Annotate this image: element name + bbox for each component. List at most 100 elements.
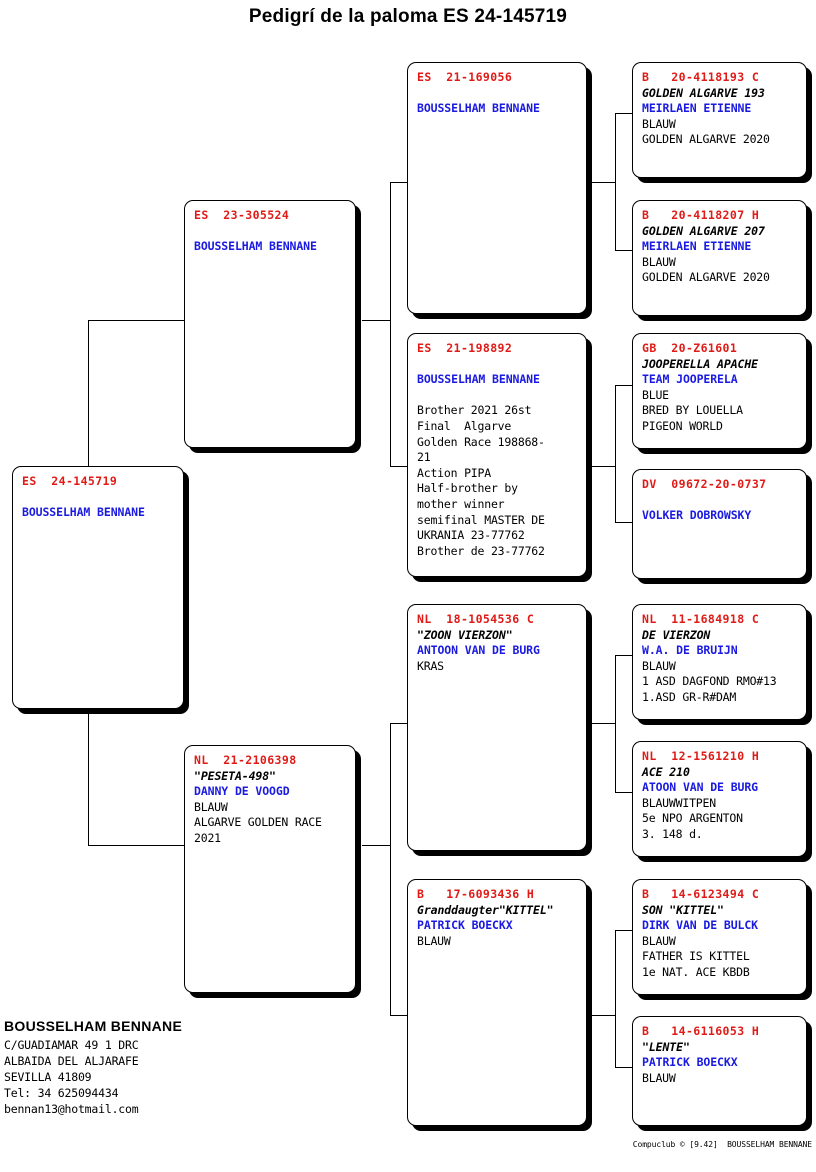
card-note: BLAUWWITPEN — [642, 795, 716, 810]
pedigree-card-sire-sire-sire[interactable]: B 20-4118193 C GOLDEN ALGARVE 193 MEIRLA… — [632, 62, 807, 178]
card-note: GOLDEN ALGARVE 2020 — [642, 132, 770, 147]
card-id: GB 20-Z61601 — [642, 341, 738, 355]
card-note: mother winner — [417, 496, 505, 511]
card-note: BLAUW — [642, 658, 676, 673]
connector-gen2-sire-in — [362, 320, 390, 321]
card-id: B 14-6123494 C — [642, 887, 760, 901]
card-note: PIGEON WORLD — [642, 418, 723, 433]
pedigree-card-dam[interactable]: NL 21-2106398 "PESETA-498" DANNY DE VOOG… — [184, 745, 356, 993]
card-breeder: MEIRLAEN ETIENNE — [642, 101, 752, 116]
connector-gen1-dam — [88, 845, 184, 846]
pedigree-card-dam-sire[interactable]: NL 18-1054536 C "ZOON VIERZON" ANTOON VA… — [407, 604, 587, 851]
card-name: "LENTE" — [642, 1039, 690, 1054]
card-spacer — [417, 388, 586, 404]
card-breeder: BOUSSELHAM BENNANE — [417, 372, 540, 387]
card-note: BLAUW — [417, 933, 451, 948]
pedigree-card-sire[interactable]: ES 23-305524 BOUSSELHAM BENNANE — [184, 200, 356, 448]
card-id: ES 23-305524 — [194, 208, 290, 222]
card-id: B 20-4118193 C — [642, 70, 760, 84]
card-breeder: PATRICK BOECKX — [417, 918, 513, 933]
connector-gen2-sd — [390, 466, 410, 467]
card-note: Golden Race 198868- — [417, 434, 545, 449]
owner-address: ALBAIDA DEL ALJARAFE — [4, 1054, 139, 1068]
connector-gen1-sire — [88, 320, 184, 321]
page-title: Pedigrí de la paloma ES 24-145719 — [248, 6, 568, 27]
connector-gen3-dd-s — [615, 930, 633, 931]
pedigree-card-sire-dam-sire[interactable]: GB 20-Z61601 JOOPERELLA APACHE TEAM JOOP… — [632, 333, 807, 449]
pedigree-card-dam-dam-dam[interactable]: B 14-6116053 H "LENTE" PATRICK BOECKX BL… — [632, 1016, 807, 1126]
connector-gen2-dam-bracket — [390, 723, 391, 1015]
connector-gen2-dd — [390, 1015, 410, 1016]
card-note: UKRANIA 23-77762 — [417, 528, 525, 543]
card-note: 2021 — [194, 830, 221, 845]
card-note: BLAUW — [642, 1070, 676, 1085]
connector-gen3-dd-in — [588, 1015, 615, 1016]
card-id: NL 12-1561210 H — [642, 749, 760, 763]
card-spacer — [642, 493, 806, 509]
owner-email: bennan13@hotmail.com — [4, 1102, 139, 1116]
card-id: NL 18-1054536 C — [417, 612, 535, 626]
card-breeder: ATOON VAN DE BURG — [642, 780, 759, 795]
card-breeder: ANTOON VAN DE BURG — [417, 643, 540, 658]
card-note: Final Algarve — [417, 418, 512, 433]
card-breeder: PATRICK BOECKX — [642, 1055, 738, 1070]
card-name: "PESETA-498" — [194, 768, 276, 783]
connector-gen3-ds-bracket — [615, 655, 616, 792]
pedigree-card-sire-dam-dam[interactable]: DV 09672-20-0737 VOLKER DOBROWSKY — [632, 469, 807, 579]
card-breeder: MEIRLAEN ETIENNE — [642, 239, 752, 254]
card-note: BLAUW — [642, 254, 676, 269]
connector-gen3-ds-in — [588, 723, 615, 724]
card-spacer — [194, 224, 355, 240]
pedigree-card-sire-sire[interactable]: ES 21-169056 BOUSSELHAM BENNANE — [407, 62, 587, 314]
card-id: B 14-6116053 H — [642, 1024, 760, 1038]
card-breeder: BOUSSELHAM BENNANE — [417, 101, 540, 116]
card-id: DV 09672-20-0737 — [642, 477, 767, 491]
card-id: B 17-6093436 H — [417, 887, 535, 901]
connector-gen2-ss — [390, 182, 410, 183]
card-breeder: BOUSSELHAM BENNANE — [22, 505, 145, 520]
connector-gen3-dd-bracket — [615, 930, 616, 1067]
card-note: BLUE — [642, 387, 669, 402]
card-note: BLAUW — [642, 116, 676, 131]
card-breeder: DIRK VAN DE BULCK — [642, 918, 759, 933]
card-note: BRED BY LOUELLA — [642, 403, 743, 418]
card-note: KRAS — [417, 658, 444, 673]
card-name: DE VIERZON — [642, 627, 711, 642]
card-id: B 20-4118207 H — [642, 208, 760, 222]
card-name: GOLDEN ALGARVE 193 — [642, 85, 765, 100]
card-id: ES 21-169056 — [417, 70, 513, 84]
pedigree-card-sire-sire-dam[interactable]: B 20-4118207 H GOLDEN ALGARVE 207 MEIRLA… — [632, 200, 807, 316]
card-spacer — [22, 490, 183, 506]
card-note: 1e NAT. ACE KBDB — [642, 964, 750, 979]
connector-gen3-ss-bracket — [615, 113, 616, 250]
card-id: NL 11-1684918 C — [642, 612, 760, 626]
owner-phone: Tel: 34 625094434 — [4, 1086, 119, 1100]
card-id: ES 24-145719 — [22, 474, 118, 488]
card-note: semifinal MASTER DE — [417, 512, 545, 527]
connector-gen2-ds — [390, 723, 410, 724]
card-breeder: VOLKER DOBROWSKY — [642, 508, 752, 523]
card-note: ALGARVE GOLDEN RACE — [194, 815, 322, 830]
card-breeder: BOUSSELHAM BENNANE — [194, 239, 317, 254]
pedigree-card-dam-sire-dam[interactable]: NL 12-1561210 H ACE 210 ATOON VAN DE BUR… — [632, 741, 807, 857]
card-name: JOOPERELLA APACHE — [642, 356, 759, 371]
card-name: GOLDEN ALGARVE 207 — [642, 223, 765, 238]
pedigree-card-dam-dam-sire[interactable]: B 14-6123494 C SON "KITTEL" DIRK VAN DE … — [632, 879, 807, 995]
card-id: NL 21-2106398 — [194, 753, 297, 767]
pedigree-card-dam-dam[interactable]: B 17-6093436 H Granddaugter"KITTEL" PATR… — [407, 879, 587, 1126]
connector-gen3-sd-in — [588, 466, 615, 467]
connector-gen3-sd-s — [615, 385, 633, 386]
pedigree-card-dam-sire-sire[interactable]: NL 11-1684918 C DE VIERZON W.A. DE BRUIJ… — [632, 604, 807, 720]
card-name: SON "KITTEL" — [642, 902, 724, 917]
card-breeder: TEAM JOOPERELA — [642, 372, 738, 387]
pedigree-card-subject[interactable]: ES 24-145719 BOUSSELHAM BENNANE — [12, 466, 184, 709]
card-note: BLAUW — [642, 933, 676, 948]
connector-gen3-ss-d — [615, 250, 633, 251]
card-note: 21 — [417, 450, 431, 465]
card-note: Half-brother by — [417, 481, 518, 496]
copyright-notice: Compuclub © [9.42] BOUSSELHAM BENNANE — [632, 1140, 812, 1149]
pedigree-card-sire-dam[interactable]: ES 21-198892 BOUSSELHAM BENNANE Brother … — [407, 333, 587, 577]
card-spacer — [417, 86, 586, 102]
connector-gen2-sire-bracket — [390, 182, 391, 466]
